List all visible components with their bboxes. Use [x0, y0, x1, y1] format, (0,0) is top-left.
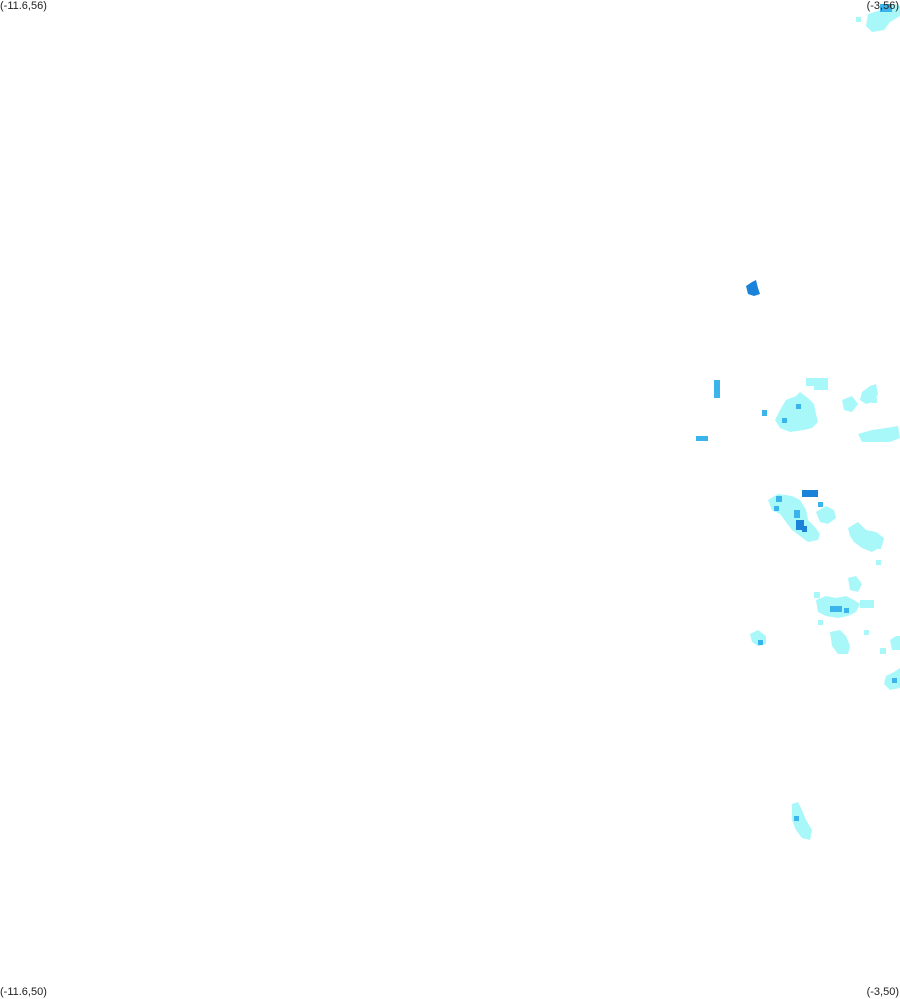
bottom-left-coordinate-label: (-11.6,50): [0, 986, 47, 998]
precip-cell: [792, 802, 812, 840]
precip-cell: [830, 630, 850, 654]
precip-cell: [758, 640, 763, 645]
precip-cell: [858, 426, 900, 442]
precip-cell: [876, 544, 881, 549]
precip-cell: [880, 4, 892, 12]
moderate-precipitation-layer: [696, 4, 897, 821]
precip-cell: [892, 678, 897, 683]
precip-cell: [802, 526, 807, 532]
precip-cell: [796, 520, 804, 530]
precip-cell: [775, 392, 818, 432]
precip-cell: [746, 280, 760, 296]
top-left-coordinate-label: (-11.6,56): [0, 0, 47, 12]
precip-cell: [794, 816, 799, 821]
precip-cell: [782, 418, 787, 423]
precip-cell: [876, 560, 881, 565]
precip-cell: [762, 410, 767, 416]
precip-cell: [848, 576, 862, 592]
precip-cell: [714, 380, 720, 398]
precip-cell: [776, 496, 782, 502]
precip-cell: [816, 506, 836, 524]
precip-cell: [848, 522, 884, 552]
top-right-coordinate-label: (-3,56): [866, 0, 899, 12]
precip-cell: [890, 636, 900, 650]
precip-cell: [696, 436, 708, 441]
light-precipitation-layer: [750, 4, 900, 840]
precip-cell: [860, 600, 874, 608]
precip-cell: [818, 502, 823, 507]
precip-cell: [844, 608, 849, 613]
bottom-right-coordinate-label: (-3,50): [866, 986, 899, 998]
precip-cell: [872, 398, 877, 403]
precip-cell: [802, 490, 818, 497]
precip-cell: [818, 620, 823, 625]
precip-cell: [814, 592, 820, 598]
precip-cell: [806, 378, 816, 386]
precip-cell: [794, 510, 800, 518]
precip-cell: [880, 648, 886, 654]
heavy-precipitation-layer: [746, 280, 818, 532]
precip-cell: [856, 17, 861, 22]
precip-cell: [796, 404, 801, 409]
precip-cell: [864, 630, 869, 635]
precip-cell: [842, 396, 858, 412]
precip-cell: [830, 606, 842, 612]
precip-cell: [814, 378, 828, 390]
precip-cell: [774, 506, 779, 511]
